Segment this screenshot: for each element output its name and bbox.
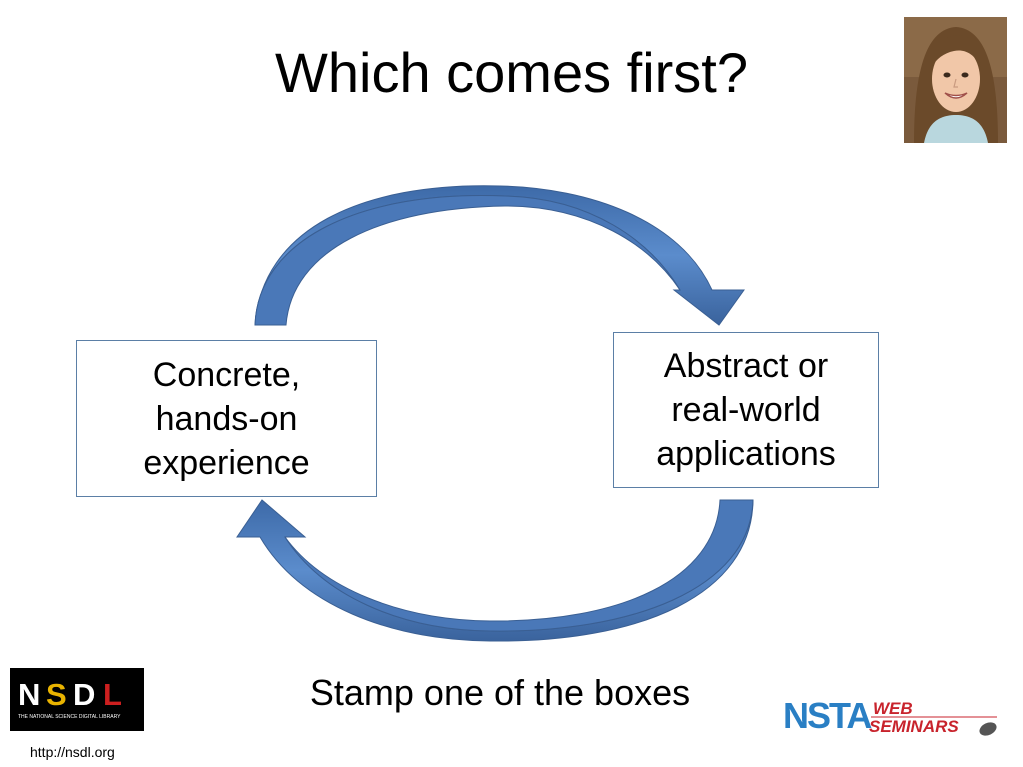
concrete-experience-box[interactable]: Concrete, hands-on experience bbox=[76, 340, 377, 497]
svg-text:N: N bbox=[18, 677, 40, 712]
instruction-text: Stamp one of the boxes bbox=[309, 672, 691, 713]
svg-text:NSTA: NSTA bbox=[783, 695, 872, 736]
top-cycle-arrow bbox=[254, 185, 745, 326]
nsdl-logo: N S D L THE NATIONAL SCIENCE DIGITAL LIB… bbox=[10, 668, 144, 731]
svg-text:THE NATIONAL SCIENCE DIGITAL L: THE NATIONAL SCIENCE DIGITAL LIBRARY bbox=[18, 714, 121, 720]
nsdl-url[interactable]: http://nsdl.org bbox=[30, 744, 115, 760]
box-line: experience bbox=[143, 443, 310, 482]
svg-text:D: D bbox=[73, 677, 95, 712]
nsta-web-seminars-logo: NSTA WEB SEMINARS bbox=[783, 695, 997, 736]
box-line: applications bbox=[656, 435, 836, 473]
svg-text:WEB: WEB bbox=[873, 699, 913, 718]
box-line: real-world bbox=[671, 391, 821, 429]
box-line: Abstract or bbox=[663, 347, 829, 385]
svg-text:SEMINARS: SEMINARS bbox=[869, 717, 959, 736]
box-line: hands-on bbox=[155, 399, 298, 438]
slide-title: Which comes first? bbox=[275, 41, 748, 104]
box-line: Concrete, bbox=[152, 355, 301, 394]
abstract-applications-box[interactable]: Abstract or real-world applications bbox=[613, 332, 879, 488]
presenter-photo bbox=[904, 17, 1007, 143]
svg-text:L: L bbox=[103, 677, 122, 712]
svg-text:S: S bbox=[46, 677, 67, 712]
